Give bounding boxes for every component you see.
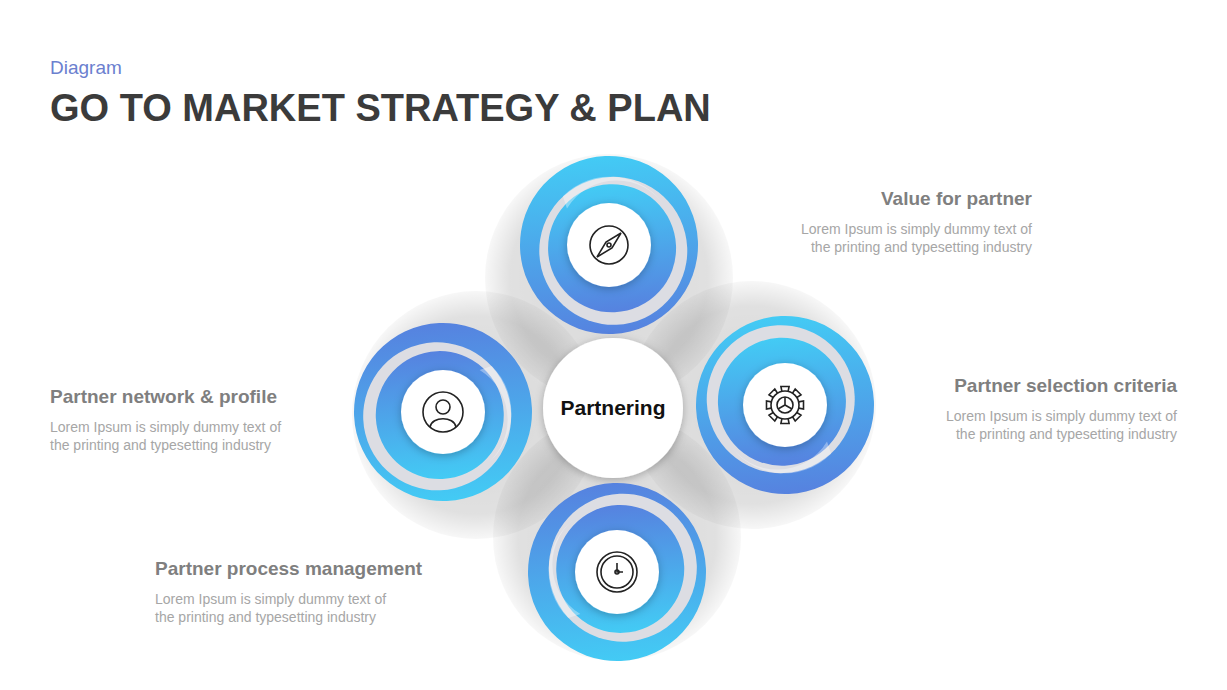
gear-icon — [777, 397, 793, 413]
inner-ring — [358, 333, 522, 497]
ring-gap — [528, 473, 718, 663]
person-icon — [430, 419, 456, 427]
compass-icon — [607, 243, 611, 247]
gear-icon — [771, 391, 799, 419]
icon-circle — [567, 203, 651, 287]
petal-description: Lorem Ipsum is simply dummy text of the … — [50, 418, 302, 454]
swirl-graphic — [527, 482, 707, 662]
petal-heading: Value for partner — [612, 188, 1032, 210]
ring-gap — [686, 304, 876, 494]
ring-gap — [342, 321, 532, 511]
section-label: Diagram — [50, 57, 122, 79]
person-icon — [423, 392, 463, 432]
outer-ring — [329, 298, 557, 526]
ring-gap — [518, 156, 708, 346]
petal-description: Lorem Ipsum is simply dummy text of the … — [925, 407, 1177, 443]
inner-ring — [700, 320, 864, 484]
swirl-graphic — [353, 322, 533, 502]
clock-icon — [597, 552, 637, 592]
person-icon — [436, 400, 450, 414]
gear-icon — [767, 387, 804, 424]
center-circle: Partnering — [542, 337, 684, 479]
swirl-petal: Partner network & profileLorem Ipsum is … — [353, 322, 533, 502]
icon-group — [767, 387, 804, 424]
swirl-rings — [671, 291, 899, 519]
swirl-rings — [329, 298, 557, 526]
outer-ring — [503, 458, 731, 686]
icon-group — [597, 552, 637, 592]
swirl-petal: Value for partnerLorem Ipsum is simply d… — [519, 155, 699, 335]
icon-circle — [575, 530, 659, 614]
swirl-graphic — [695, 315, 875, 495]
petal-heading: Partner process management — [155, 558, 575, 580]
icon-group — [423, 392, 463, 432]
swirl-rings — [495, 131, 723, 359]
clock-icon — [601, 556, 633, 588]
center-label: Partnering — [542, 337, 684, 479]
icon-circle — [743, 363, 827, 447]
swirl-petal: Partner selection criteriaLorem Ipsum is… — [695, 315, 875, 495]
inner-ring — [538, 487, 702, 651]
compass-icon — [590, 226, 628, 264]
slide-title: GO TO MARKET STRATEGY & PLAN — [50, 87, 711, 130]
inner-ring — [530, 166, 694, 330]
icon-group — [590, 226, 628, 264]
swirl-graphic — [519, 155, 699, 335]
compass-icon — [597, 233, 621, 257]
petal-description: Lorem Ipsum is simply dummy text of the … — [155, 590, 407, 626]
icon-circle — [401, 370, 485, 454]
swirl-rings — [503, 458, 731, 686]
petal-description: Lorem Ipsum is simply dummy text of the … — [780, 220, 1032, 256]
white-circle — [543, 338, 683, 478]
outer-ring — [495, 131, 723, 359]
swirl-petal: Partner process managementLorem Ipsum is… — [527, 482, 707, 662]
petal-heading: Partner selection criteria — [757, 375, 1177, 397]
petal-heading: Partner network & profile — [50, 386, 470, 408]
outer-ring — [671, 291, 899, 519]
gear-icon — [778, 397, 792, 409]
clock-icon — [615, 570, 619, 574]
